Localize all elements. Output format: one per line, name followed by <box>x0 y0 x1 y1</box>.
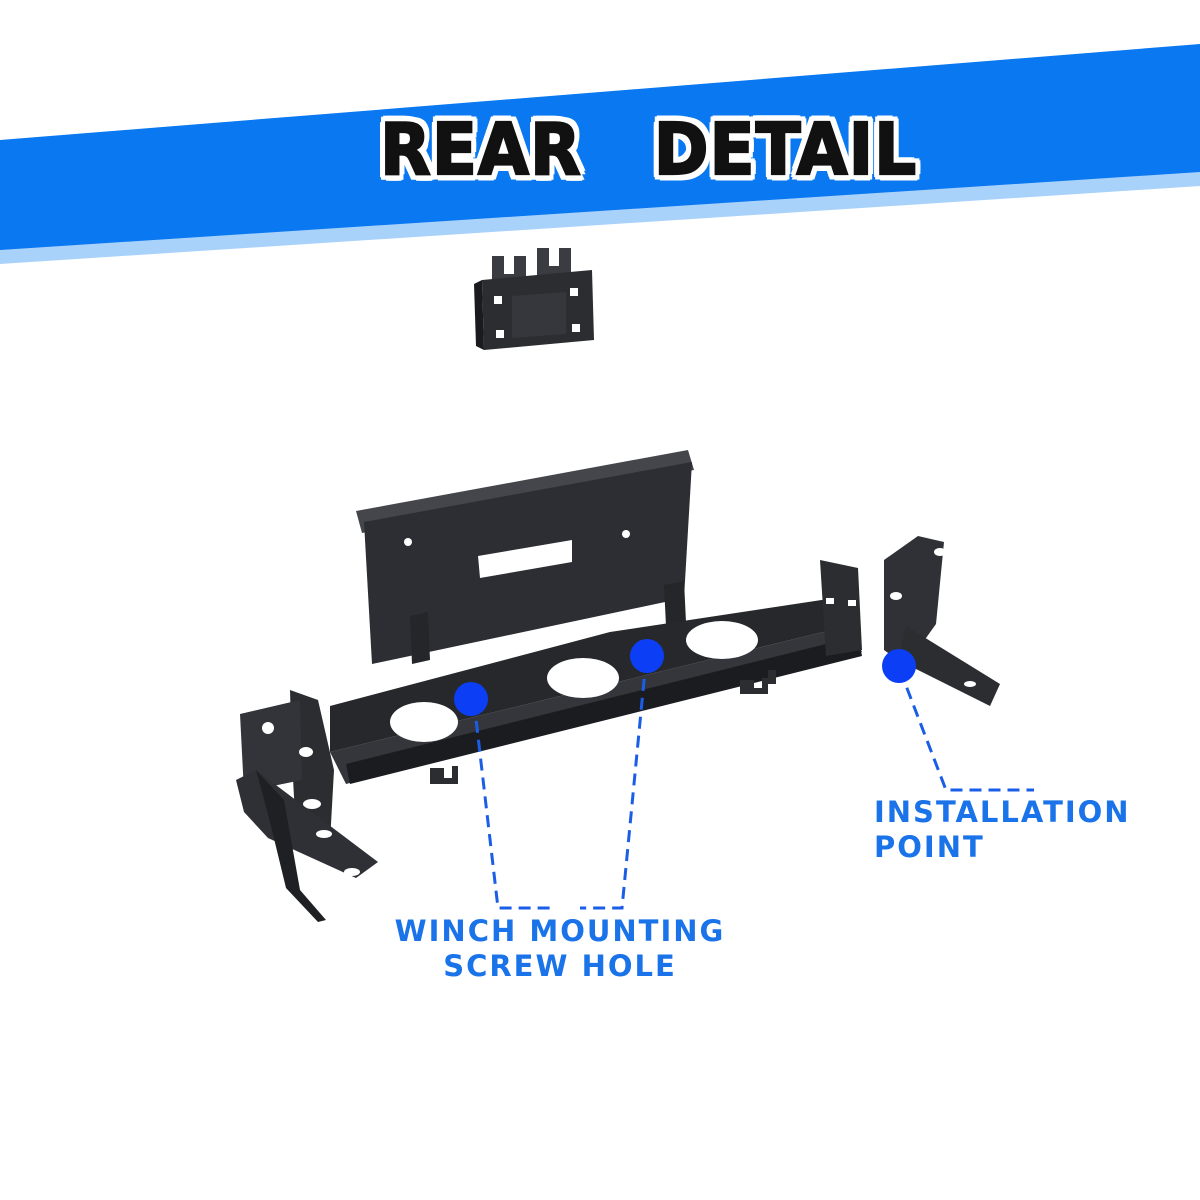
winch-hole-2 <box>547 658 619 698</box>
winch-mounting-callout: WINCH MOUNTING SCREW HOLE <box>380 914 740 984</box>
right-side-mount <box>820 560 862 656</box>
deck-front-lip <box>346 636 862 784</box>
winch-screw-marker-2 <box>630 639 664 673</box>
banner-blue-band <box>0 44 1200 250</box>
winch-connector-2 <box>580 659 648 910</box>
installation-point-marker <box>882 649 916 683</box>
install-callout-line-1: INSTALLATION <box>874 795 1131 829</box>
winch-hole-3 <box>686 621 758 659</box>
right-arm <box>898 626 1000 706</box>
callout-markers <box>454 639 1034 910</box>
fairlead-slot <box>478 540 572 578</box>
winch-screw-marker-1 <box>454 682 488 716</box>
winch-bracket <box>236 450 1000 922</box>
winch-callout-line-1: WINCH MOUNTING <box>394 914 726 948</box>
banner-title: REAR DETAIL <box>379 107 918 192</box>
banner <box>0 44 1200 264</box>
winch-callout-line-2: SCREW HOLE <box>443 949 677 983</box>
small-mount-plate <box>474 248 594 350</box>
install-callout-line-2: POINT <box>874 830 985 864</box>
winch-hole-1 <box>390 702 458 742</box>
installation-point-callout: INSTALLATION POINT <box>874 795 1174 865</box>
install-connector <box>898 669 1034 792</box>
